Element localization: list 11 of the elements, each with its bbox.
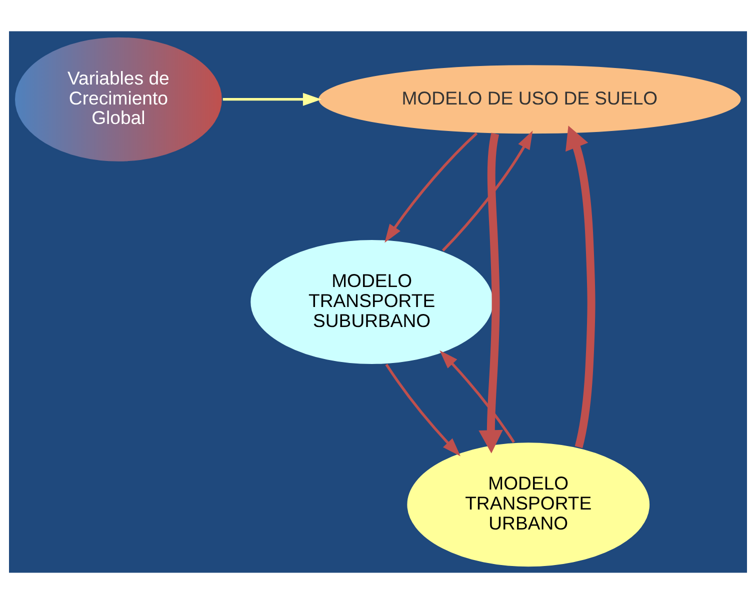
arrow xyxy=(441,130,532,251)
node-ellipse: Variables de Crecimiento Global xyxy=(13,36,223,162)
node-ellipse: MODELO DE USO DE SUELO xyxy=(316,63,742,134)
arrow xyxy=(384,363,460,456)
arrow xyxy=(222,92,322,106)
node-ellipse: MODELO TRANSPORTE SUBURBANO xyxy=(248,238,494,365)
arrow xyxy=(478,132,502,453)
arrow xyxy=(384,132,478,242)
arrow xyxy=(439,350,514,442)
arrow xyxy=(565,125,595,448)
node-ellipse: MODELO TRANSPORTE URBANO xyxy=(405,440,650,568)
